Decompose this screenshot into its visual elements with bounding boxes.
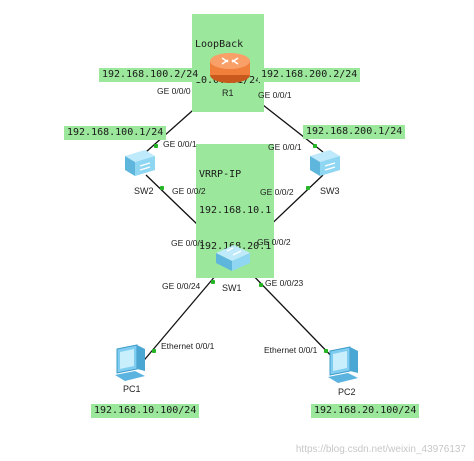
r1-port-ge000: GE 0/0/0 bbox=[157, 86, 191, 96]
r1-ge001-ip-tag: 192.168.200.2/24 bbox=[258, 68, 361, 82]
switch-sw3[interactable] bbox=[308, 148, 342, 178]
watermark: https://blog.csdn.net/weixin_43976137 bbox=[295, 444, 466, 455]
sw1-label: SW1 bbox=[222, 283, 242, 293]
router-icon bbox=[210, 53, 250, 83]
sw2-label: SW2 bbox=[134, 186, 154, 196]
vrrp-ip-1: 192.168.10.1 bbox=[199, 205, 272, 216]
r1-label: R1 bbox=[222, 88, 234, 98]
loopback-title: LoopBack bbox=[195, 39, 244, 50]
sw1-port-ge002: GE 0/0/2 bbox=[257, 237, 291, 247]
port-dot bbox=[324, 349, 328, 353]
port-dot bbox=[313, 144, 317, 148]
sw3-port-ge002: GE 0/0/2 bbox=[260, 187, 294, 197]
port-dot bbox=[306, 186, 310, 190]
pc-pc1[interactable] bbox=[113, 343, 149, 383]
pc1-label: PC1 bbox=[123, 384, 141, 394]
sw3-label: SW3 bbox=[320, 186, 340, 196]
sw2-port-ge002: GE 0/0/2 bbox=[172, 186, 206, 196]
sw3-ip-tag: 192.168.200.1/24 bbox=[303, 125, 406, 139]
switch-icon bbox=[216, 245, 250, 271]
link-sw1-pc1 bbox=[139, 267, 223, 366]
port-dot bbox=[154, 144, 158, 148]
switch-icon bbox=[125, 150, 155, 176]
vrrp-title: VRRP-IP bbox=[199, 169, 242, 180]
r1-ge000-ip-tag: 192.168.100.2/24 bbox=[99, 68, 202, 82]
sw2-port-ge001: GE 0/0/1 bbox=[163, 139, 197, 149]
pc-pc2[interactable] bbox=[326, 345, 362, 385]
sw1-port-ge0023: GE 0/0/23 bbox=[265, 278, 304, 288]
sw1-port-ge001: GE 0/0/1 bbox=[171, 238, 205, 248]
sw3-port-ge001: GE 0/0/1 bbox=[268, 142, 302, 152]
sw1-port-ge0024: GE 0/0/24 bbox=[162, 281, 201, 291]
pc2-label: PC2 bbox=[338, 387, 356, 397]
switch-sw2[interactable] bbox=[123, 148, 157, 178]
port-dot bbox=[211, 280, 215, 284]
router-r1[interactable] bbox=[208, 50, 252, 86]
pc-icon bbox=[328, 346, 358, 383]
r1-port-ge001: GE 0/0/1 bbox=[258, 90, 292, 100]
port-dot bbox=[152, 349, 156, 353]
pc2-ip-tag: 192.168.20.100/24 bbox=[311, 404, 420, 418]
switch-icon bbox=[310, 150, 340, 176]
switch-sw1[interactable] bbox=[214, 243, 252, 273]
pc1-ip-tag: 192.168.10.100/24 bbox=[91, 404, 200, 418]
port-dot bbox=[160, 186, 164, 190]
sw2-ip-tag: 192.168.100.1/24 bbox=[64, 126, 167, 140]
port-dot bbox=[259, 283, 263, 287]
pc1-port-eth001: Ethernet 0/0/1 bbox=[161, 341, 215, 351]
pc2-port-eth001: Ethernet 0/0/1 bbox=[264, 345, 318, 355]
pc-icon bbox=[115, 344, 145, 381]
